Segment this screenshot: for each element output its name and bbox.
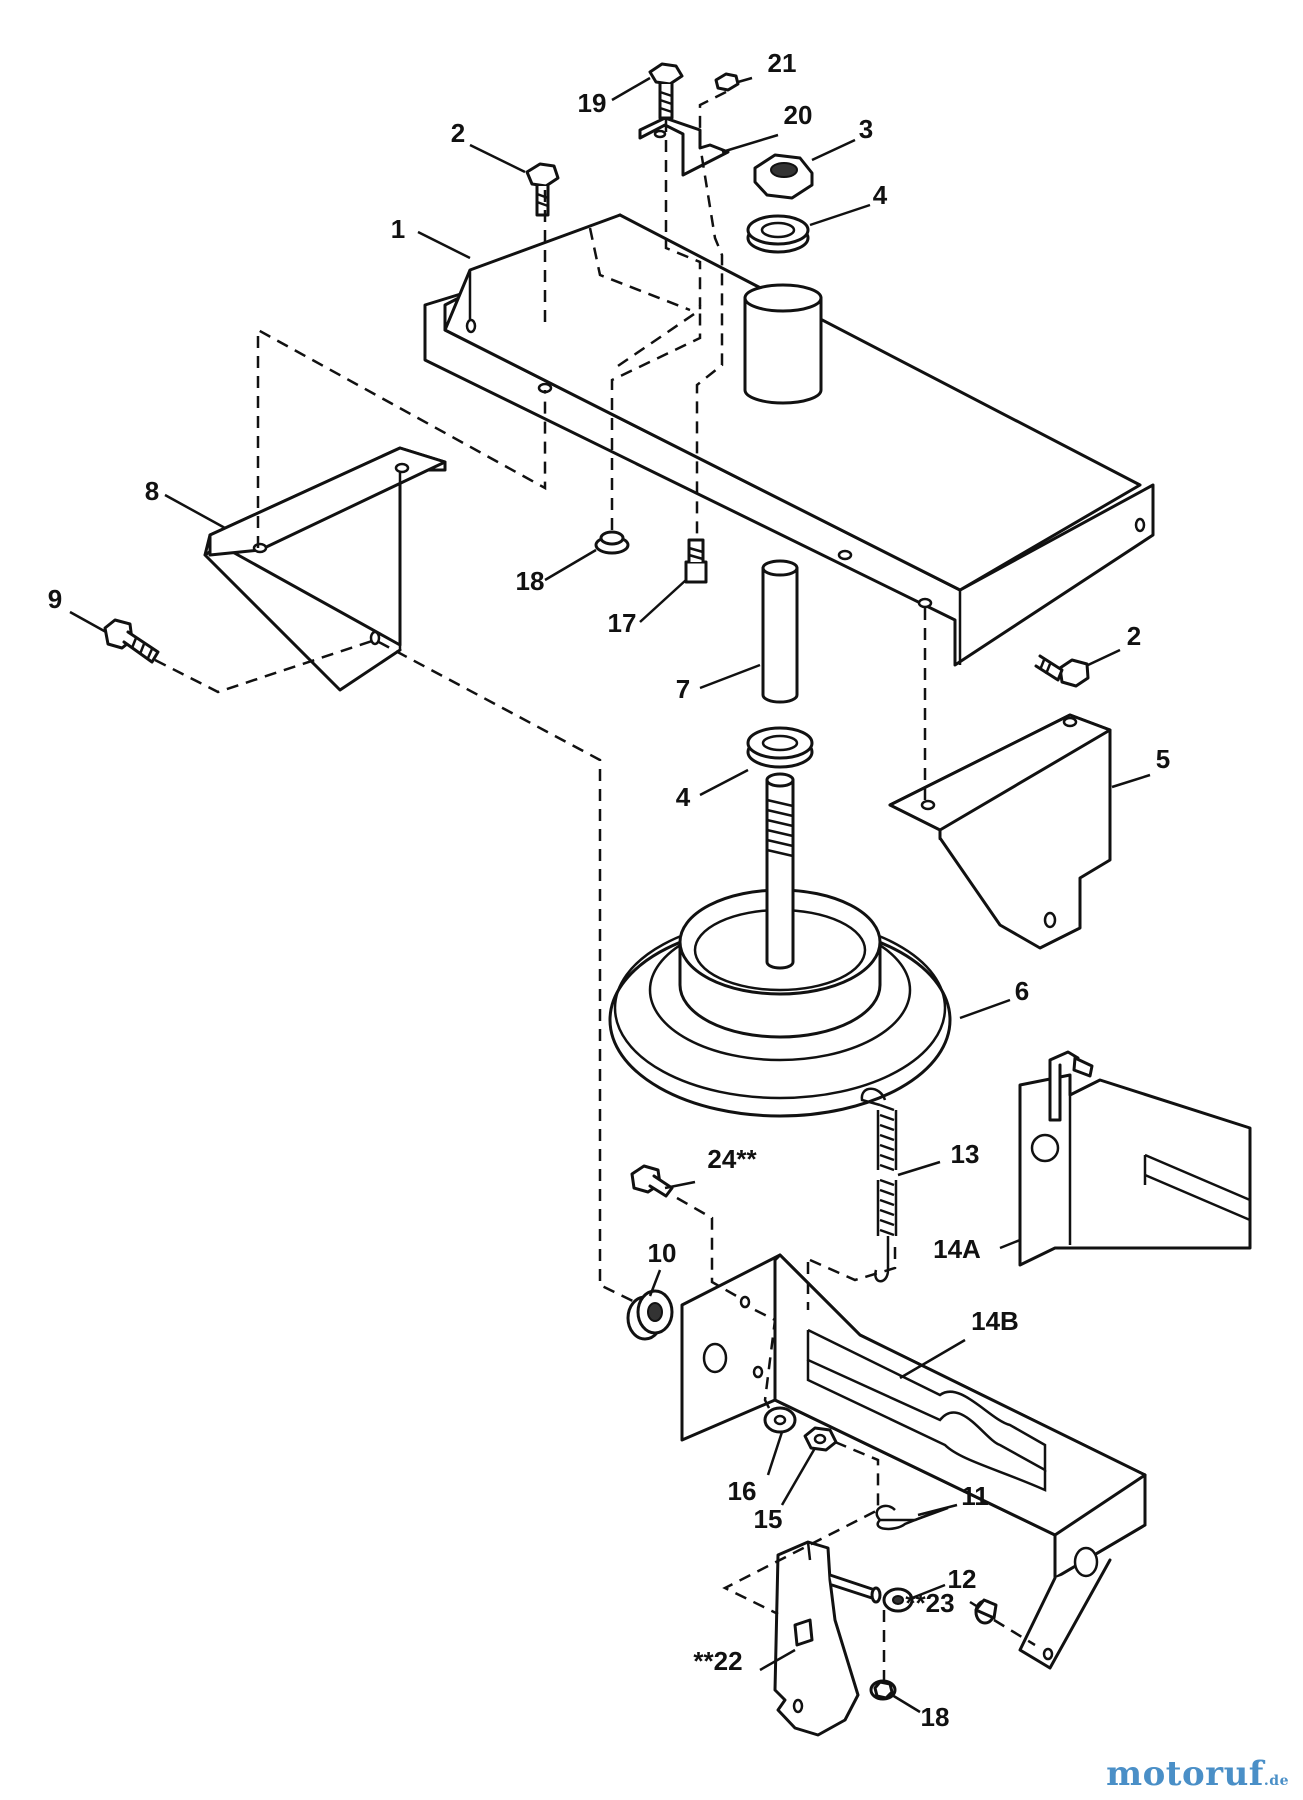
nut-part-21 bbox=[714, 72, 740, 92]
callout-16: 16 bbox=[728, 1476, 757, 1506]
callout-11: 11 bbox=[961, 1481, 989, 1511]
leader-lines bbox=[69, 76, 1151, 1714]
callout-7: 7 bbox=[676, 674, 690, 704]
bushing-part-10 bbox=[626, 1289, 674, 1341]
callout-5: 5 bbox=[1156, 744, 1170, 774]
bracket-part-14b bbox=[680, 1253, 1147, 1670]
callout-labels: 1 2 19 21 20 3 4 8 9 18 17 2 7 5 4 6 13 … bbox=[48, 48, 1170, 1732]
callout-4-lower: 4 bbox=[676, 782, 691, 812]
screw-part-17 bbox=[684, 538, 708, 584]
flange-nut-part-18-upper bbox=[594, 530, 630, 555]
bolt-part-2-upper bbox=[525, 162, 560, 217]
watermark-logo: motoruf.de bbox=[1106, 1754, 1289, 1794]
bracket-part-14a bbox=[1018, 1050, 1252, 1267]
pin-part-23 bbox=[974, 1598, 998, 1625]
callout-9: 9 bbox=[48, 584, 62, 614]
callout-14a: 14A bbox=[933, 1234, 981, 1264]
bearing-part-4-lower bbox=[746, 726, 814, 769]
nut-part-15 bbox=[803, 1426, 838, 1452]
watermark-suffix: .de bbox=[1263, 1773, 1289, 1789]
callout-4-upper: 4 bbox=[873, 180, 888, 210]
bolt-part-19 bbox=[648, 62, 684, 120]
watermark-text: motoruf bbox=[1106, 1754, 1264, 1794]
callout-3: 3 bbox=[859, 114, 873, 144]
support-plate-part-8 bbox=[203, 446, 447, 692]
callout-18-upper: 18 bbox=[516, 566, 545, 596]
callout-2-upper: 2 bbox=[451, 118, 465, 148]
assembly-lines bbox=[154, 90, 1036, 1680]
callout-17: 17 bbox=[608, 608, 637, 638]
callout-13: 13 bbox=[951, 1139, 980, 1169]
callout-24: 24** bbox=[707, 1144, 757, 1174]
bearing-part-4-upper bbox=[746, 214, 810, 254]
flange-nut-part-18-lower bbox=[869, 1679, 897, 1701]
spacer-tube bbox=[743, 283, 823, 405]
callout-15: 15 bbox=[754, 1504, 783, 1534]
callout-22: **22 bbox=[693, 1646, 742, 1676]
bolt-part-2-lower bbox=[1034, 654, 1090, 688]
callout-6: 6 bbox=[1015, 976, 1029, 1006]
clip-bracket-part-20 bbox=[638, 116, 730, 177]
lock-nut-part-3 bbox=[753, 153, 814, 200]
callout-23: **23 bbox=[905, 1588, 954, 1618]
bolt-part-9 bbox=[103, 618, 160, 664]
screw-part-24 bbox=[630, 1164, 674, 1198]
callout-19: 19 bbox=[578, 88, 607, 118]
callout-8: 8 bbox=[145, 476, 159, 506]
tube-part-7 bbox=[761, 559, 799, 704]
pulley-part-6 bbox=[608, 772, 952, 1118]
callout-20: 20 bbox=[784, 100, 813, 130]
hairpin-clip-part-11 bbox=[875, 1504, 949, 1531]
callout-18-lower: 18 bbox=[921, 1702, 950, 1732]
lever-arm-part-22 bbox=[773, 1540, 882, 1737]
callout-2-lower: 2 bbox=[1127, 621, 1141, 651]
callout-10: 10 bbox=[648, 1238, 677, 1268]
plate-bracket-part-5 bbox=[888, 713, 1112, 950]
washer-part-16 bbox=[763, 1406, 797, 1434]
spring-part-13 bbox=[860, 1087, 898, 1283]
callout-14b: 14B bbox=[971, 1306, 1019, 1336]
callout-12: 12 bbox=[948, 1564, 977, 1594]
callout-21: 21 bbox=[768, 48, 797, 78]
callout-1: 1 bbox=[391, 214, 405, 244]
washer-part-12 bbox=[882, 1587, 914, 1613]
